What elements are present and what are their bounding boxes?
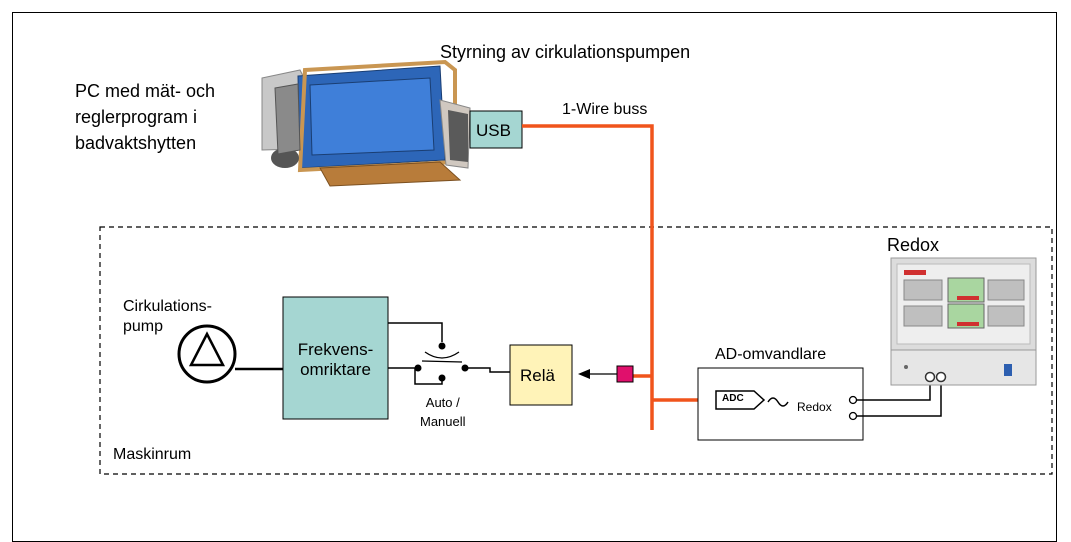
pump-symbol-icon — [177, 324, 237, 384]
diagram-frame — [12, 12, 1057, 542]
ad-converter-label: AD-omvandlare — [715, 346, 827, 363]
redox-wiring — [857, 381, 942, 417]
diagram-title: Styrning av cirkulationspumpen — [440, 42, 691, 62]
relay-box — [509, 344, 573, 406]
auto-manual-switch-icon — [414, 342, 469, 382]
switch-wiring — [388, 322, 510, 385]
arrow-to-relay — [578, 369, 590, 379]
adc-label: ADC — [722, 393, 744, 404]
usb-box — [469, 110, 523, 149]
usb-label: USB — [476, 121, 511, 140]
relay-label: Relä — [520, 366, 555, 385]
redox-title: Redox — [887, 235, 940, 255]
pc-label: PC med mät- och reglerprogram i badvakts… — [75, 81, 216, 153]
pc-computer-icon — [261, 59, 471, 187]
vfd-label: Frekvens- omriktare — [297, 340, 374, 379]
adc-redox-label: Redox — [797, 400, 832, 414]
machine-room-boundary — [99, 226, 1053, 475]
pump-label: Cirkulations- pump — [123, 298, 212, 335]
diagram-canvas — [99, 59, 1053, 475]
redox-instrument-icon — [890, 257, 1037, 386]
bus-label: 1-Wire buss — [562, 101, 648, 118]
switch-label: Auto / Manuell — [420, 395, 466, 429]
vfd-box — [282, 296, 389, 420]
adc-tag — [715, 390, 766, 410]
machine-room-label: Maskinrum — [113, 446, 192, 463]
bus-sensor-node — [616, 365, 634, 383]
